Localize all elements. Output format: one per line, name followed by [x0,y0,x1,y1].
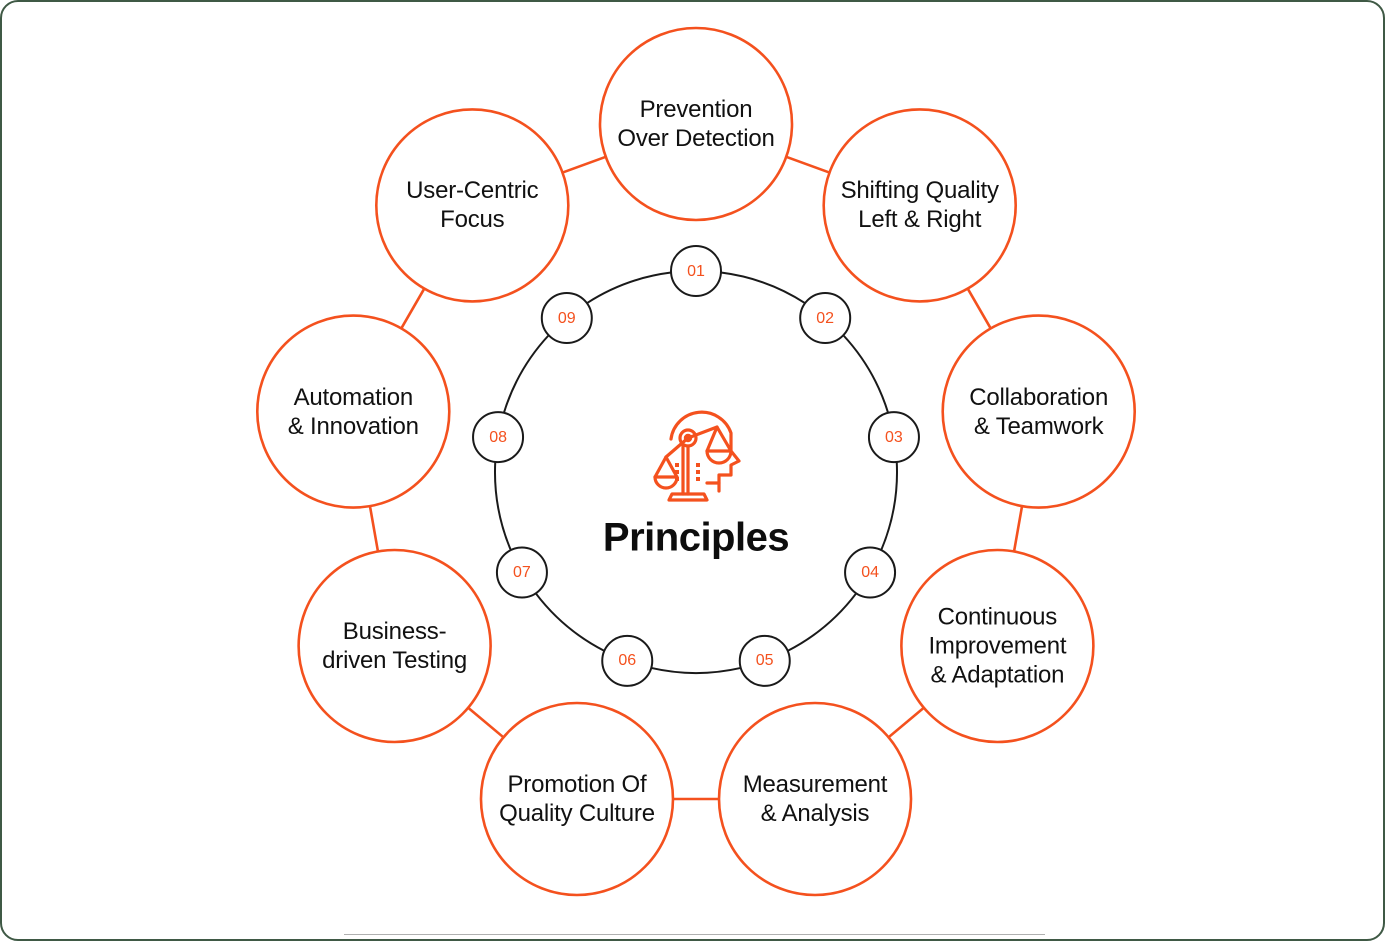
node-circle-05[interactable] [717,701,913,897]
connector-segment [784,155,831,174]
number-label-08: 08 [489,428,507,446]
ring-arc [787,592,858,652]
number-circle-04[interactable] [844,546,897,599]
ring-arc [720,271,806,305]
number-circle-09[interactable] [540,292,593,345]
ring-arc [880,461,898,551]
number-label-05: 05 [755,652,774,670]
number-circle-03[interactable] [867,411,920,464]
node-circle-01[interactable] [598,26,794,222]
node-circle-02[interactable] [822,108,1017,303]
inner-number-circles [472,245,920,687]
node-circle-09[interactable] [375,108,570,303]
head-with-scales-icon [641,399,751,503]
number-label-01: 01 [687,262,705,280]
node-circle-06[interactable] [479,701,675,897]
number-circle-07[interactable] [495,546,548,599]
connector-segment [561,155,608,174]
number-label-07: 07 [512,564,531,581]
number-label-09: 09 [557,309,576,327]
number-label-03: 03 [884,428,903,446]
ring-arc [842,334,890,414]
ring-arc [534,592,605,652]
inner-ring-path [494,271,898,674]
node-circle-07[interactable] [297,548,492,744]
connector-segment [887,706,926,739]
number-label-06: 06 [618,652,637,670]
ring-arc [502,334,550,414]
connector-lines [368,155,1024,801]
number-label-02: 02 [816,309,835,327]
number-circle-06[interactable] [601,634,654,687]
ring-arc [494,461,512,551]
number-circle-02[interactable] [799,292,852,345]
connector-segment [466,706,505,739]
node-circle-08[interactable] [255,314,451,509]
number-circle-08[interactable] [472,411,525,464]
footer-divider [344,934,1045,935]
page-title: Principles [602,515,790,560]
connector-segment [368,504,380,553]
number-circle-05[interactable] [738,634,791,687]
number-circle-01[interactable] [670,245,722,297]
node-circle-03[interactable] [941,314,1137,509]
number-label-04: 04 [861,564,879,581]
connector-segment [399,287,426,330]
ring-arc [651,666,741,674]
outer-circles [255,26,1137,897]
node-circle-04[interactable] [900,548,1095,744]
connector-segment [1012,504,1024,553]
connector-segment [966,287,993,330]
ring-arc [586,271,672,305]
